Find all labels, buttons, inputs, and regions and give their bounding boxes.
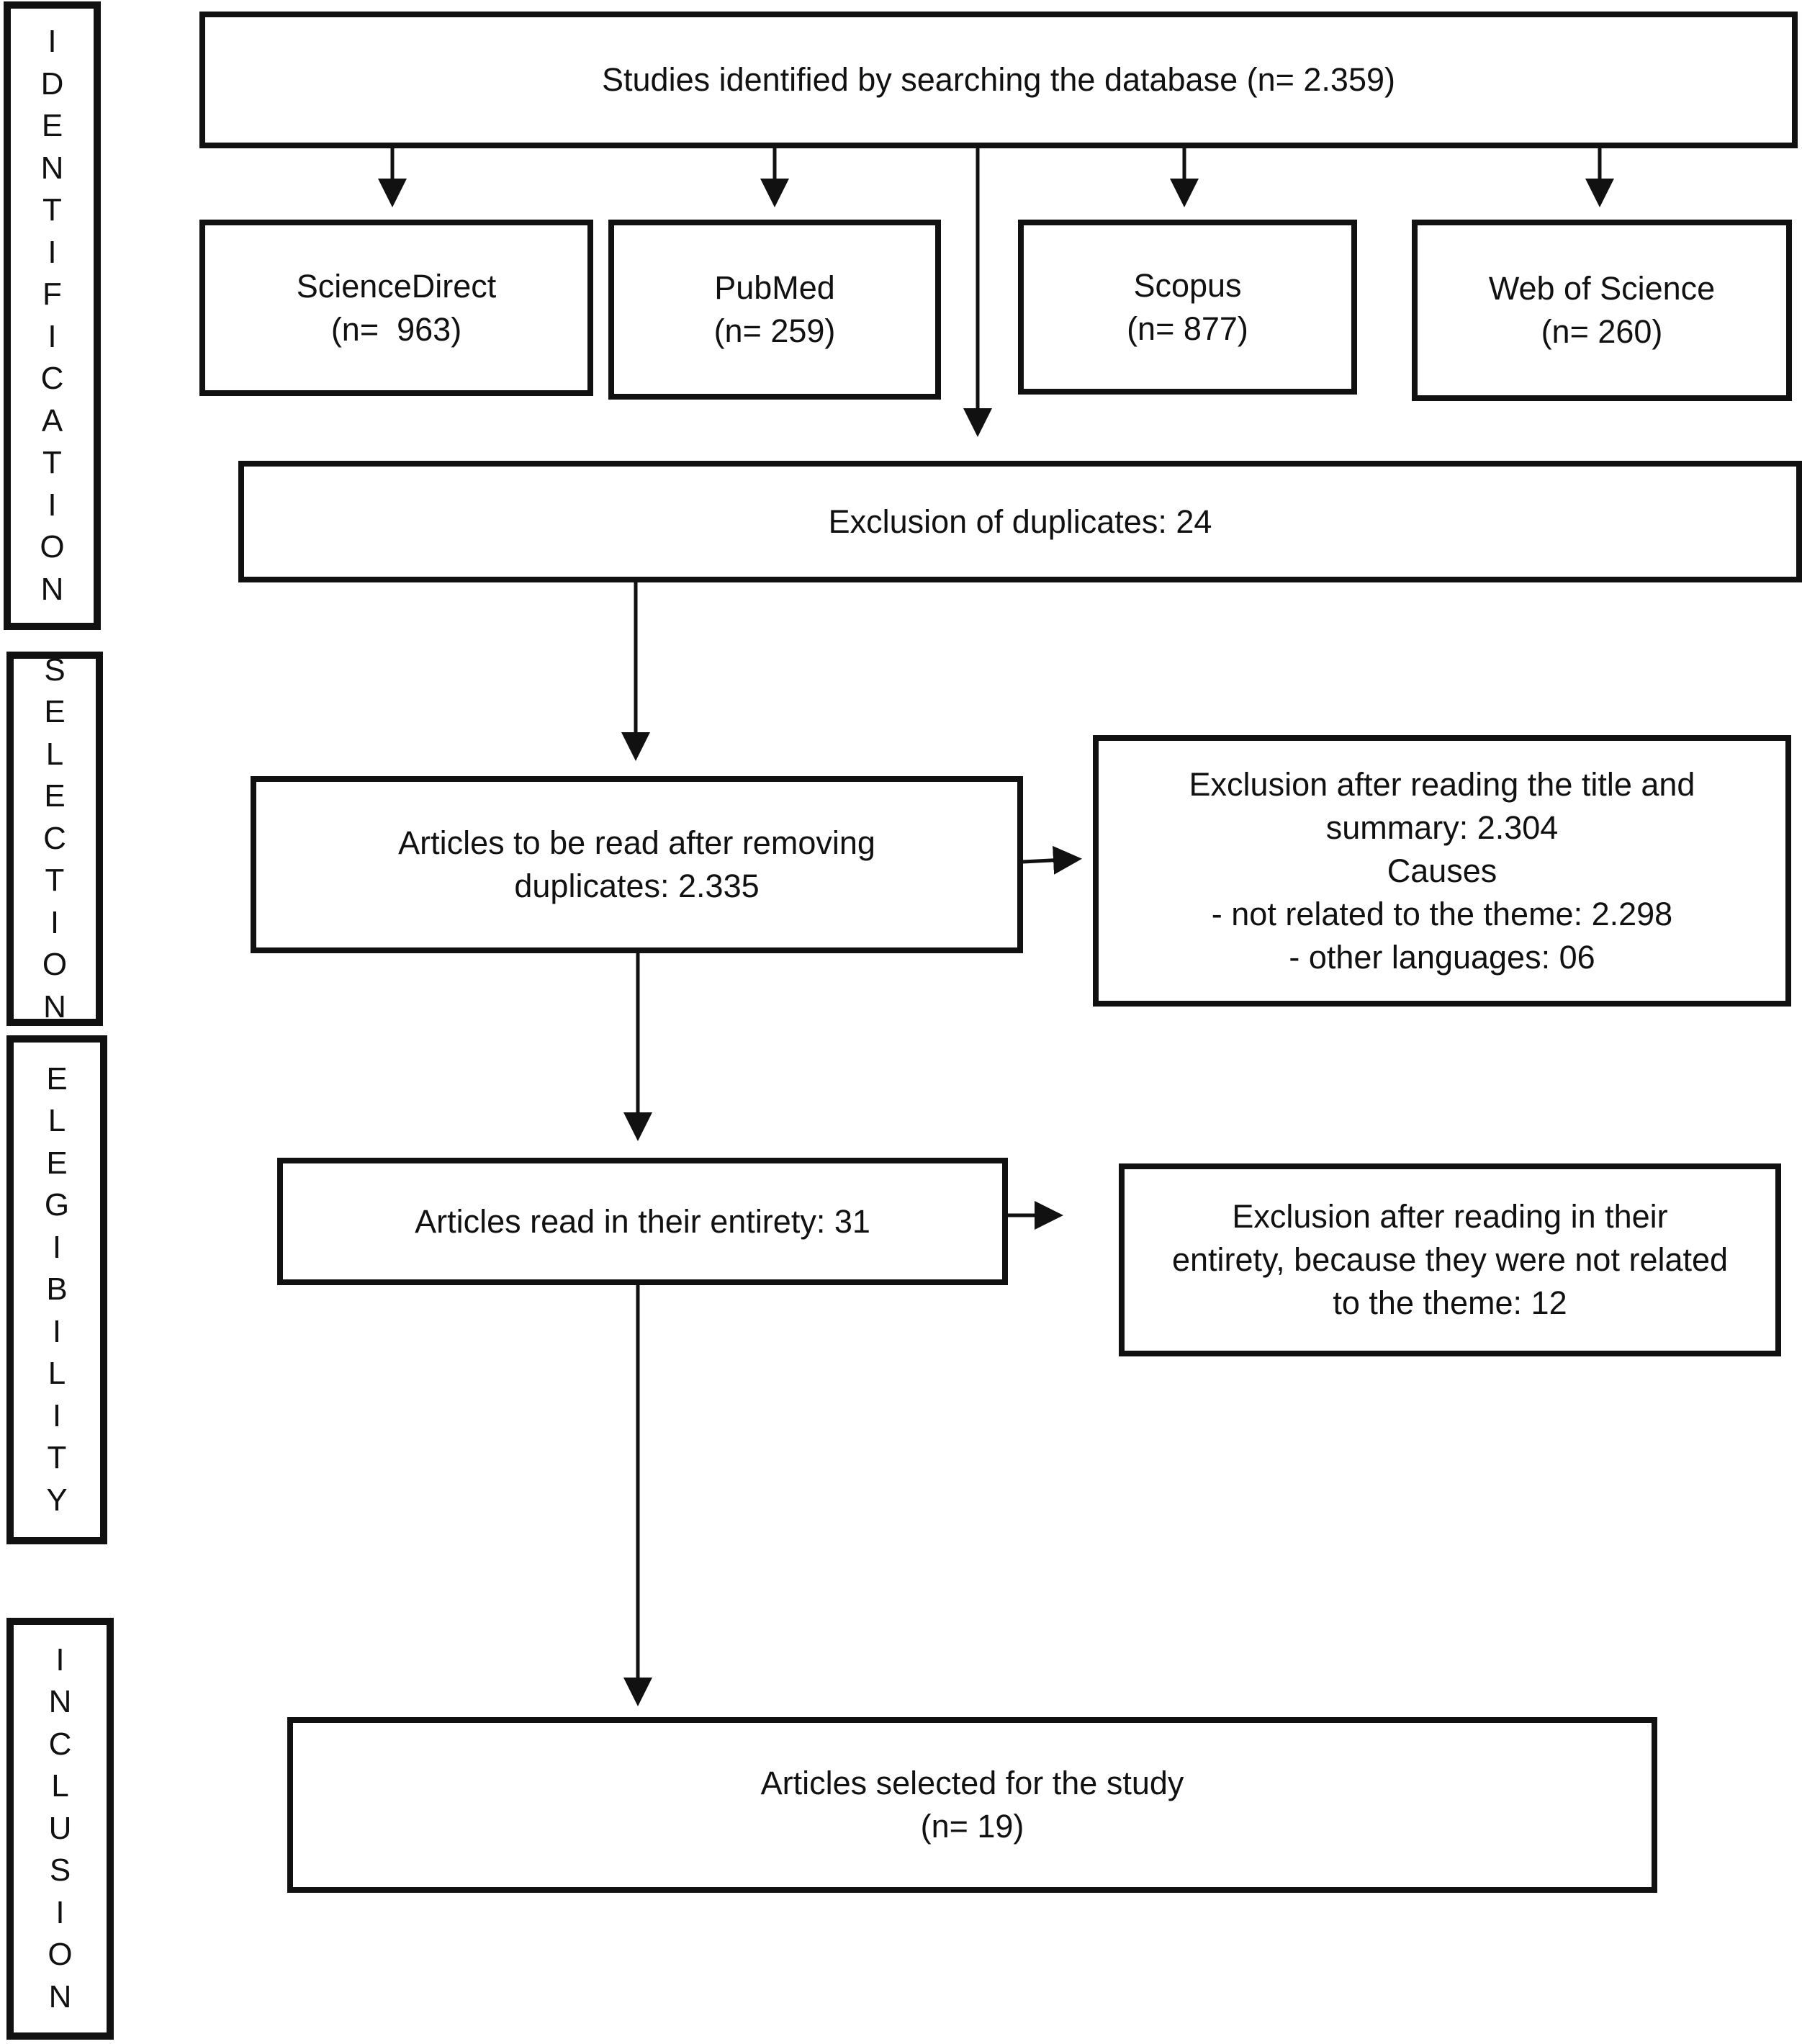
stage-letter: S (49, 1852, 71, 1888)
stage-letter: N (48, 1684, 72, 1720)
stage-letter: N (40, 571, 64, 607)
stage-letter: T (42, 445, 62, 480)
box-text-line: Articles read in their entirety: 31 (415, 1202, 870, 1240)
stage-letter: O (40, 529, 65, 564)
sciencedirect-box: ScienceDirect (n= 963) (199, 220, 593, 396)
arrow-to-exclusion-title (1022, 845, 1082, 875)
exclusion-title-summary-box: Exclusion after reading the title and sum… (1093, 735, 1791, 1007)
box-text-line: Web of Science (1488, 270, 1716, 307)
scopus-box: Scopus (n= 877) (1018, 220, 1357, 395)
box-text-line: (n= 19) (920, 1808, 1024, 1845)
box-text-line: ScienceDirect (296, 267, 497, 305)
stage-letter: I (48, 234, 57, 270)
stage-letter: S (44, 652, 66, 688)
stage-letter: L (48, 1356, 66, 1392)
stage-letter: T (47, 1440, 67, 1476)
stage-letter: I (48, 487, 57, 523)
articles-read-entirety-box: Articles read in their entirety: 31 (277, 1158, 1008, 1285)
articles-to-read-box: Articles to be read after removing duplic… (251, 776, 1023, 953)
box-text-line: Exclusion of duplicates: 24 (828, 503, 1212, 540)
stage-letter: B (46, 1271, 68, 1307)
stage-letter: I (55, 1642, 65, 1678)
box-text-line: Exclusion after reading the title and (1189, 765, 1695, 803)
articles-selected-box: Articles selected for the study (n= 19) (287, 1717, 1657, 1893)
stage-letter: E (41, 108, 63, 143)
exclusion-entirety-box: Exclusion after reading in their entirety… (1119, 1163, 1781, 1356)
box-text-line: PubMed (714, 269, 835, 306)
stage-letter: L (48, 1103, 66, 1139)
stage-letter: N (43, 989, 66, 1025)
pubmed-box: PubMed (n= 259) (608, 220, 941, 400)
stage-letter: C (48, 1726, 72, 1762)
stage-letter: E (46, 1145, 68, 1181)
webofscience-box: Web of Science (n= 260) (1412, 220, 1792, 401)
stage-letter: U (48, 1810, 72, 1846)
stage-letter: L (45, 736, 64, 772)
box-text-line: Causes (1387, 852, 1497, 889)
stage-letter: I (48, 24, 57, 59)
search-results-box: Studies identified by searching the data… (199, 12, 1798, 148)
box-text-line: (n= 877) (1127, 310, 1248, 347)
box-text-line: duplicates: 2.335 (514, 868, 760, 904)
box-text-line: Scopus (1133, 266, 1242, 304)
stage-letter: O (48, 1937, 73, 1973)
duplicates-exclusion-box: Exclusion of duplicates: 24 (238, 461, 1802, 582)
stage-letter: T (42, 192, 62, 228)
stage-letter: C (40, 361, 64, 396)
box-text-line: summary: 2.304 (1325, 809, 1559, 846)
box-text-line: - other languages: 06 (1289, 938, 1595, 976)
stage-letter: I (48, 318, 57, 354)
stage-letter: O (42, 947, 68, 983)
box-text-line: (n= 963) (330, 310, 462, 348)
stage-letter: E (46, 1061, 68, 1097)
box-text-line: (n= 259) (713, 312, 836, 349)
box-text-line: - not related to the theme: 2.298 (1211, 895, 1673, 932)
stage-letter: E (44, 694, 66, 730)
box-text-line: (n= 260) (1541, 313, 1663, 350)
stage-letter: T (45, 863, 65, 899)
stage-letter: L (51, 1768, 69, 1804)
stage-letter: F (42, 276, 62, 312)
stage-letter: E (44, 778, 66, 814)
stage-letter: N (40, 150, 64, 186)
stage-letter: I (55, 1894, 65, 1930)
stage-letter: I (50, 904, 60, 940)
stage-letter: I (52, 1397, 62, 1433)
box-text-line: to the theme: 12 (1333, 1284, 1567, 1321)
box-text-line: entirety, because they were not related (1171, 1241, 1729, 1278)
stage-letter: C (43, 820, 66, 856)
stage-letter: D (40, 66, 64, 102)
stage-letter: I (52, 1313, 62, 1349)
stage-letter: Y (46, 1482, 68, 1518)
box-text-line: Exclusion after reading in their (1232, 1198, 1668, 1235)
box-text-line: Articles to be read after removing (398, 824, 875, 861)
stage-letter: I (52, 1229, 62, 1265)
box-text-line: Studies identified by searching the data… (602, 61, 1395, 98)
stage-letter: G (44, 1187, 70, 1223)
stage-letter: A (41, 402, 63, 438)
stage-letter: N (48, 1978, 72, 2014)
box-text-line: Articles selected for the study (760, 1765, 1184, 1801)
